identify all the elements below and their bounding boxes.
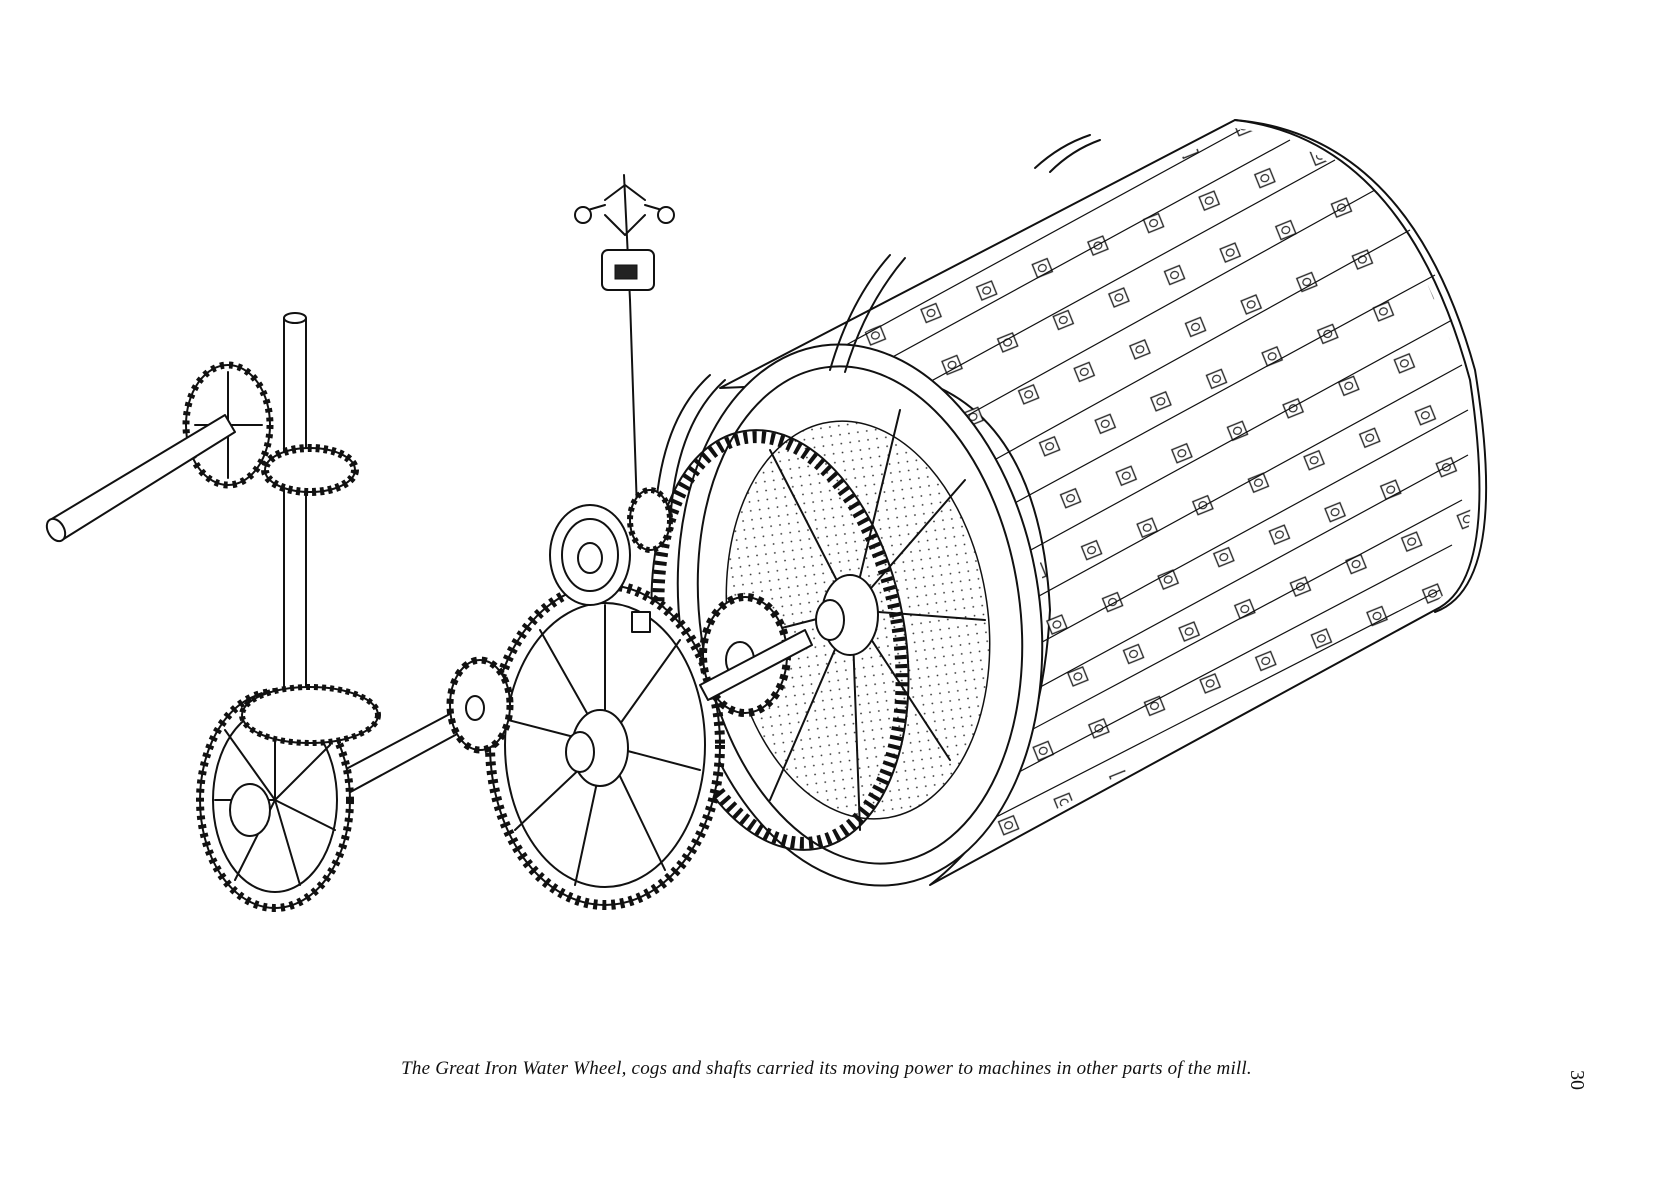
large-spur-gear [485, 580, 725, 910]
water-wheel-drum [650, 119, 1488, 887]
page-number: 30 [1566, 1070, 1588, 1090]
vertical-shaft [45, 312, 381, 746]
governor [549, 174, 675, 633]
shaft-pinion [446, 656, 514, 754]
figure-caption: The Great Iron Water Wheel, cogs and sha… [401, 1058, 1252, 1079]
lower-left-gear [196, 688, 354, 912]
